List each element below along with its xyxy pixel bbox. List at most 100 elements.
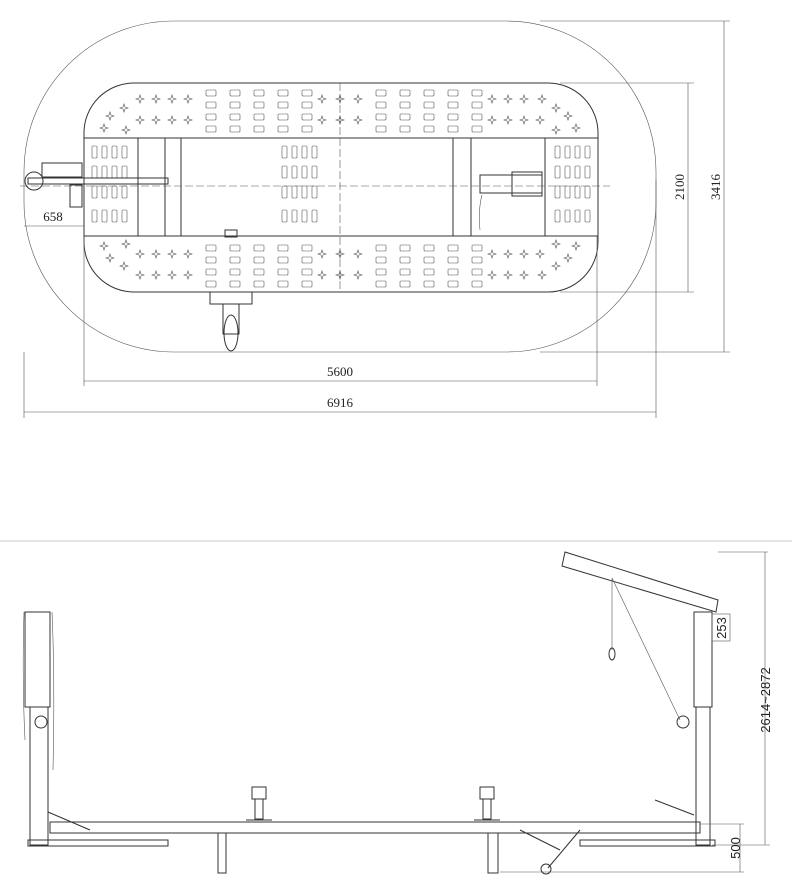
slot (423, 101, 435, 109)
slot (301, 113, 313, 121)
slot (121, 145, 128, 159)
anchor-hole (519, 270, 529, 280)
anchor-hole (563, 253, 573, 263)
slot (375, 280, 387, 288)
slot (423, 256, 435, 264)
anchor-hole (105, 253, 115, 263)
anchor-hole (353, 249, 363, 259)
slot (281, 209, 288, 223)
right-tower (561, 551, 719, 846)
anchor-hole (353, 94, 363, 104)
left-tower (22, 611, 91, 846)
slot (399, 244, 411, 252)
pulling-arm (561, 551, 719, 613)
slot (375, 268, 387, 276)
slot (229, 280, 241, 288)
slot (229, 113, 241, 121)
slot (253, 244, 265, 252)
anchor-hole (135, 249, 145, 259)
anchor-hole (487, 94, 497, 104)
slot (375, 101, 387, 109)
anchor-hole (551, 125, 561, 135)
slot (423, 89, 435, 97)
anchor-hole (167, 249, 177, 259)
dim-platform-length: 5600 (327, 364, 353, 379)
slot (584, 209, 591, 223)
slot (574, 209, 581, 223)
slot (253, 101, 265, 109)
anchor-hole (535, 249, 545, 259)
anchor-hole (183, 249, 193, 259)
slot (291, 145, 298, 159)
anchor-hole (353, 115, 363, 125)
leg-right (487, 832, 499, 874)
slot (375, 113, 387, 121)
anchor-hole (335, 249, 345, 259)
slot (277, 256, 289, 264)
slot (229, 256, 241, 264)
top-view: 6916 5600 658 2100 3416 (20, 20, 730, 418)
anchor-hole (487, 270, 497, 280)
anchor-hole (151, 270, 161, 280)
slot (205, 268, 217, 276)
slot (281, 165, 288, 179)
anchor-hole (135, 94, 145, 104)
slot (471, 89, 483, 97)
slot (277, 280, 289, 288)
slot (253, 268, 265, 276)
slot (399, 256, 411, 264)
slot (399, 280, 411, 288)
slot (471, 244, 483, 252)
slot (301, 256, 313, 264)
anchor-hole (317, 94, 327, 104)
anchor-hole (151, 94, 161, 104)
slot (423, 125, 435, 133)
slot (311, 209, 318, 223)
platform-anchor-holes (99, 94, 581, 280)
slot (564, 165, 571, 179)
anchor-hole (503, 115, 513, 125)
slot (291, 185, 298, 199)
anchor-hole (119, 103, 129, 113)
slot (111, 165, 118, 179)
dim-arm-offset: 253 (714, 617, 729, 639)
anchor-hole (537, 94, 547, 104)
slot (111, 145, 118, 159)
slot (253, 256, 265, 264)
anchor-hole (335, 115, 345, 125)
slot (447, 268, 459, 276)
anchor-hole (105, 111, 115, 121)
slot (311, 165, 318, 179)
slot (584, 165, 591, 179)
slot (253, 280, 265, 288)
slot (301, 209, 308, 223)
slot (399, 101, 411, 109)
tank-cap (224, 229, 238, 238)
dim-overall-length: 6916 (327, 395, 354, 410)
slot (423, 244, 435, 252)
slot (301, 101, 313, 109)
slot (554, 185, 561, 199)
slot (277, 125, 289, 133)
slot (301, 244, 313, 252)
anchor-hole (551, 103, 561, 113)
anchor-hole (183, 115, 193, 125)
slot (101, 185, 108, 199)
clamp-left-icon (246, 786, 272, 821)
anchor-hole (317, 115, 327, 125)
slot (301, 268, 313, 276)
tow-bar-icon (24, 162, 169, 208)
slot (447, 113, 459, 121)
slot (205, 256, 217, 264)
anchor-hole (503, 94, 513, 104)
anchor-hole (167, 270, 177, 280)
slot (101, 165, 108, 179)
slot (471, 113, 483, 121)
slot (447, 256, 459, 264)
anchor-hole (571, 123, 581, 133)
dim-height-range: 2614~2872 (758, 667, 773, 732)
anchor-hole (551, 239, 561, 249)
slot (301, 185, 308, 199)
dim-offset: 658 (43, 209, 63, 224)
anchor-hole (183, 270, 193, 280)
